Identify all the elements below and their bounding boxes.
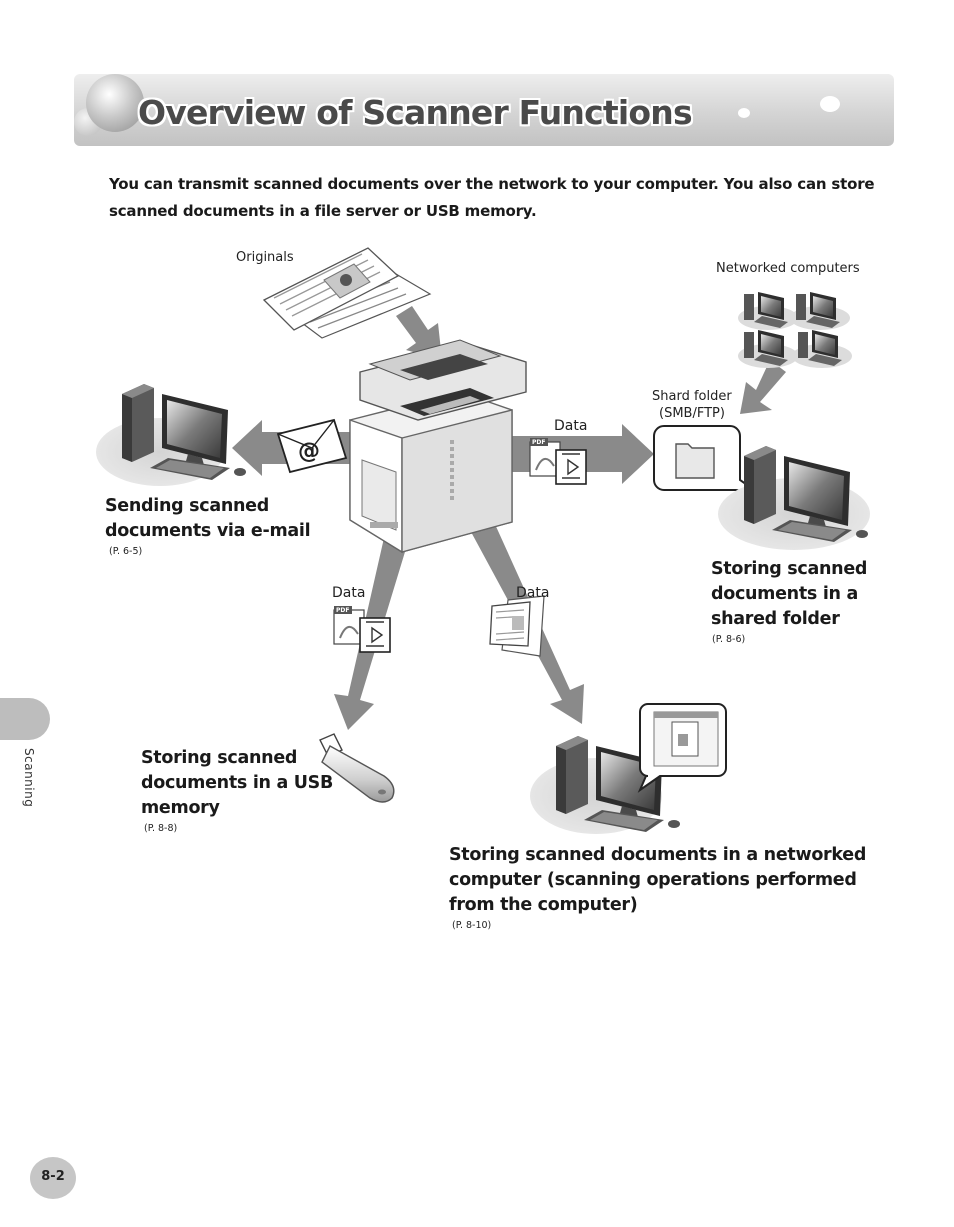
caption-shared-line3: shared folder [711,609,840,629]
shared-folder-label: Shard folder [652,389,732,404]
banner-dot [820,96,840,112]
section-tab-label: Scanning [22,748,36,808]
caption-usb-line3: memory [141,798,220,818]
network-computer-icon [790,292,850,330]
network-computer-icon [738,330,798,368]
caption-usb-line2: documents in a USB [141,773,334,793]
caption-usb: Storing scanned documents in a USB memor… [141,746,333,834]
intro-text: You can transmit scanned documents over … [109,175,875,220]
printer-icon [349,339,527,554]
banner-dot [738,108,750,118]
caption-networked-line1: Storing scanned documents in a networked [449,845,867,865]
pdf-badge: PDF [532,439,546,446]
caption-usb-line1: Storing scanned [141,748,298,768]
banner-ball-large [86,74,144,132]
caption-networked-line2: computer (scanning operations performed [449,870,857,890]
networked-computers-label: Networked computers [716,261,860,276]
caption-networked-line3: from the computer) [449,895,638,915]
caption-email-line2: documents via e-mail [105,521,311,541]
svg-text:@: @ [298,439,320,464]
page-number: 8-2 [41,1169,65,1184]
page-ref-usb: (P. 8-8) [144,823,178,834]
network-computer-icon [738,292,798,330]
caption-shared-line1: Storing scanned [711,559,868,579]
originals-label: Originals [236,250,294,265]
originals-document-icon [262,247,432,339]
pdf-badge: PDF [336,607,350,614]
page-number-badge [30,1157,76,1199]
caption-networked: Storing scanned documents in a networked… [449,843,866,931]
page-ref-shared: (P. 8-6) [712,634,746,645]
network-computer-icon [792,330,852,368]
page-ref-networked: (P. 8-10) [452,920,492,931]
caption-email-line1: Sending scanned [105,496,269,516]
data-label-left: Data [332,585,366,601]
caption-shared-folder: Storing scanned documents in a shared fo… [711,557,867,645]
shared-folder-protocol-label: (SMB/FTP) [659,406,725,421]
email-envelope-icon: @ [276,418,348,474]
screen-callout-icon [637,703,727,793]
title-banner [74,74,894,146]
document-icon [489,595,545,657]
caption-email: Sending scanned documents via e-mail (P.… [105,494,311,557]
folder-icon [653,425,761,495]
page-title: Overview of Scanner Functions [138,93,693,132]
page-ref-email: (P. 6-5) [109,546,143,557]
data-label-right: Data [554,418,588,434]
usb-memory-icon [319,733,395,803]
caption-shared-line2: documents in a [711,584,858,604]
section-tab [0,698,50,740]
data-label-center: Data [516,585,550,601]
